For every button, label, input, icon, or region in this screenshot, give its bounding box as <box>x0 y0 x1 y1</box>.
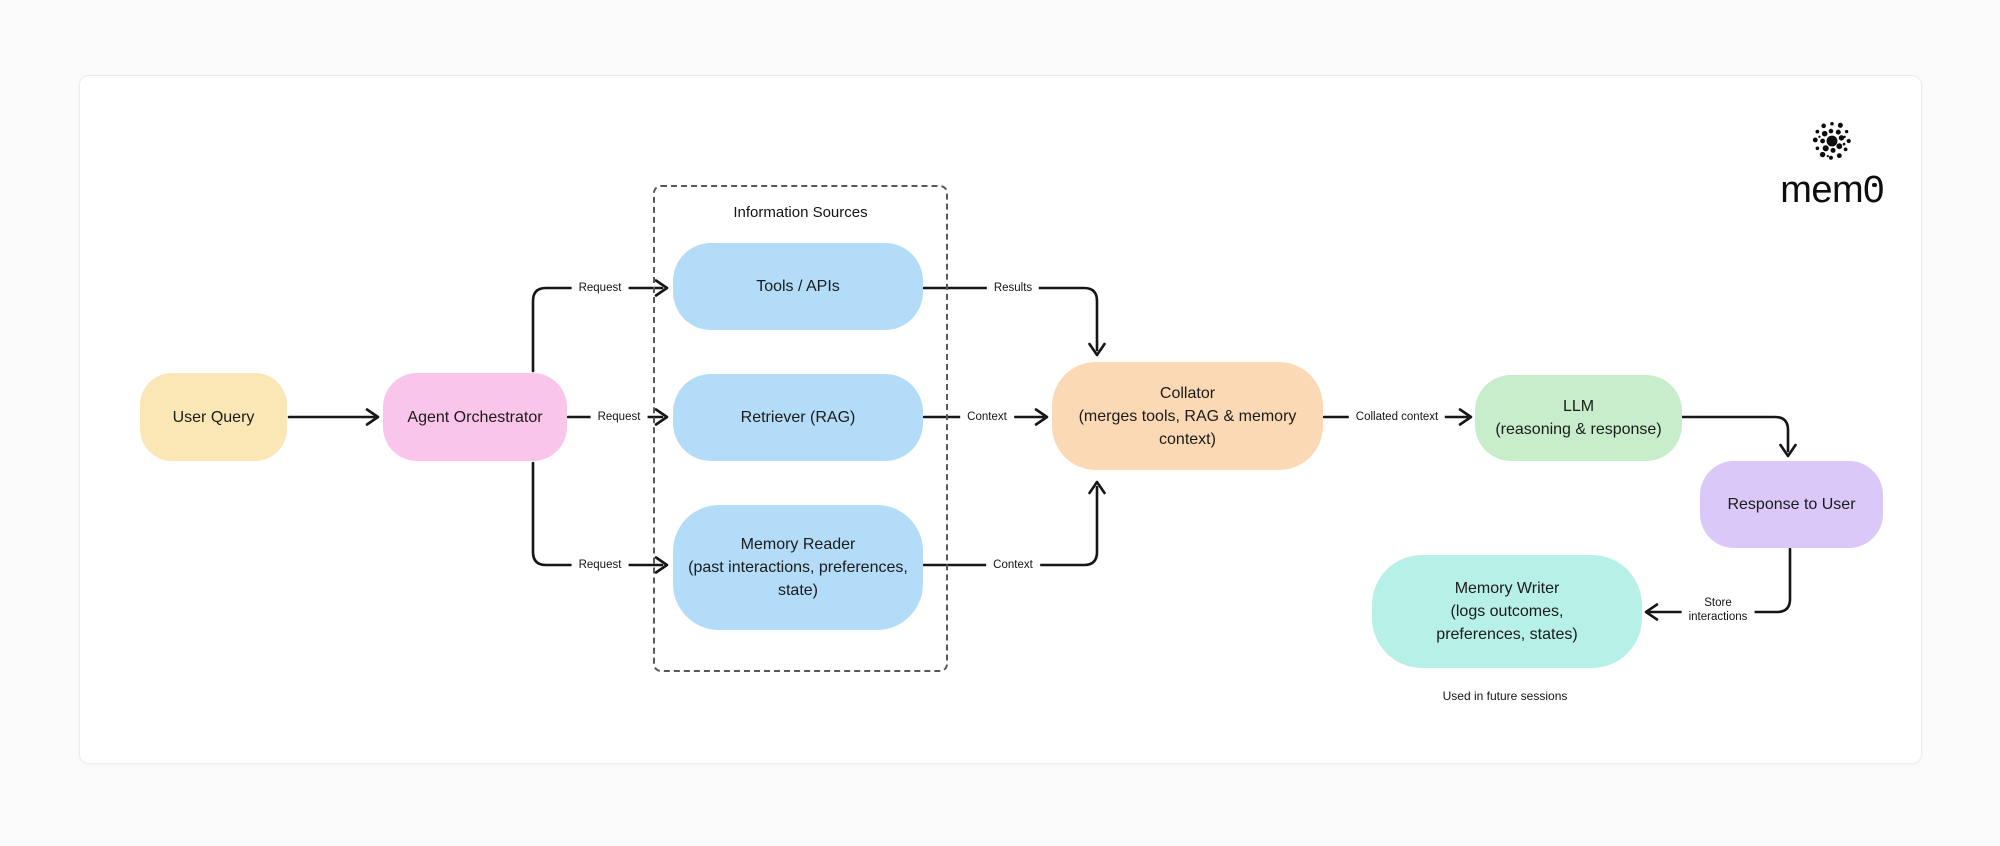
node-memory-writer: Memory Writer (logs outcomes, preference… <box>1372 555 1642 668</box>
edge-label-context-retriever: Context <box>960 409 1014 425</box>
node-memory-reader: Memory Reader (past interactions, prefer… <box>673 505 923 630</box>
node-collator: Collator (merges tools, RAG & memory con… <box>1052 362 1323 470</box>
node-retriever-rag: Retriever (RAG) <box>673 374 923 461</box>
edge-label-request-retriever: Request <box>590 409 648 425</box>
node-user-query: User Query <box>140 373 287 461</box>
mem0-wordmark: mem0 <box>1780 169 1884 211</box>
node-response-to-user: Response to User <box>1700 461 1883 548</box>
dot-cluster-icon <box>1812 121 1851 160</box>
edge-label-request-memory: Request <box>571 557 629 573</box>
edge-label-store-interactions: Store interactions <box>1681 595 1755 625</box>
information-sources-group: Information Sources <box>653 185 948 672</box>
node-tools-apis: Tools / APIs <box>673 243 923 330</box>
node-agent-orchestrator: Agent Orchestrator <box>383 373 567 461</box>
node-llm: LLM (reasoning & response) <box>1475 375 1682 461</box>
group-title: Information Sources <box>733 204 868 221</box>
edge-label-collated-context: Collated context <box>1348 409 1446 425</box>
note-used-in-future-sessions: Used in future sessions <box>1442 689 1568 703</box>
edge-label-results: Results <box>986 280 1040 296</box>
mem0-logo: mem0 <box>1774 118 1890 210</box>
edge-label-context-memory: Context <box>986 557 1040 573</box>
edge-label-request-tools: Request <box>571 280 629 296</box>
